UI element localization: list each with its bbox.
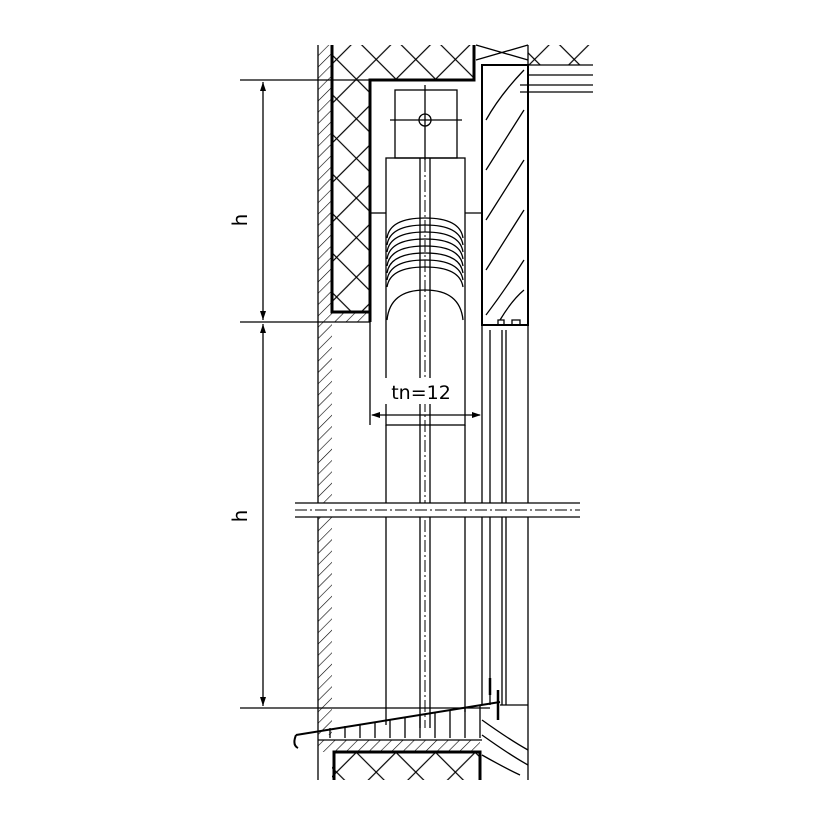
shutter-box xyxy=(370,85,482,426)
window-sill xyxy=(293,678,529,776)
break-line xyxy=(290,502,585,518)
window-head-frame xyxy=(475,44,593,326)
shutter-curtain xyxy=(369,45,529,780)
insulation xyxy=(330,45,593,780)
dimension-upper-label: h xyxy=(228,214,252,227)
outer-render-layer xyxy=(317,45,370,780)
dimension-lower-label: h xyxy=(228,510,252,523)
thickness-label: tn=12 xyxy=(391,382,451,404)
dimensions: h h tn=12 xyxy=(228,79,490,709)
